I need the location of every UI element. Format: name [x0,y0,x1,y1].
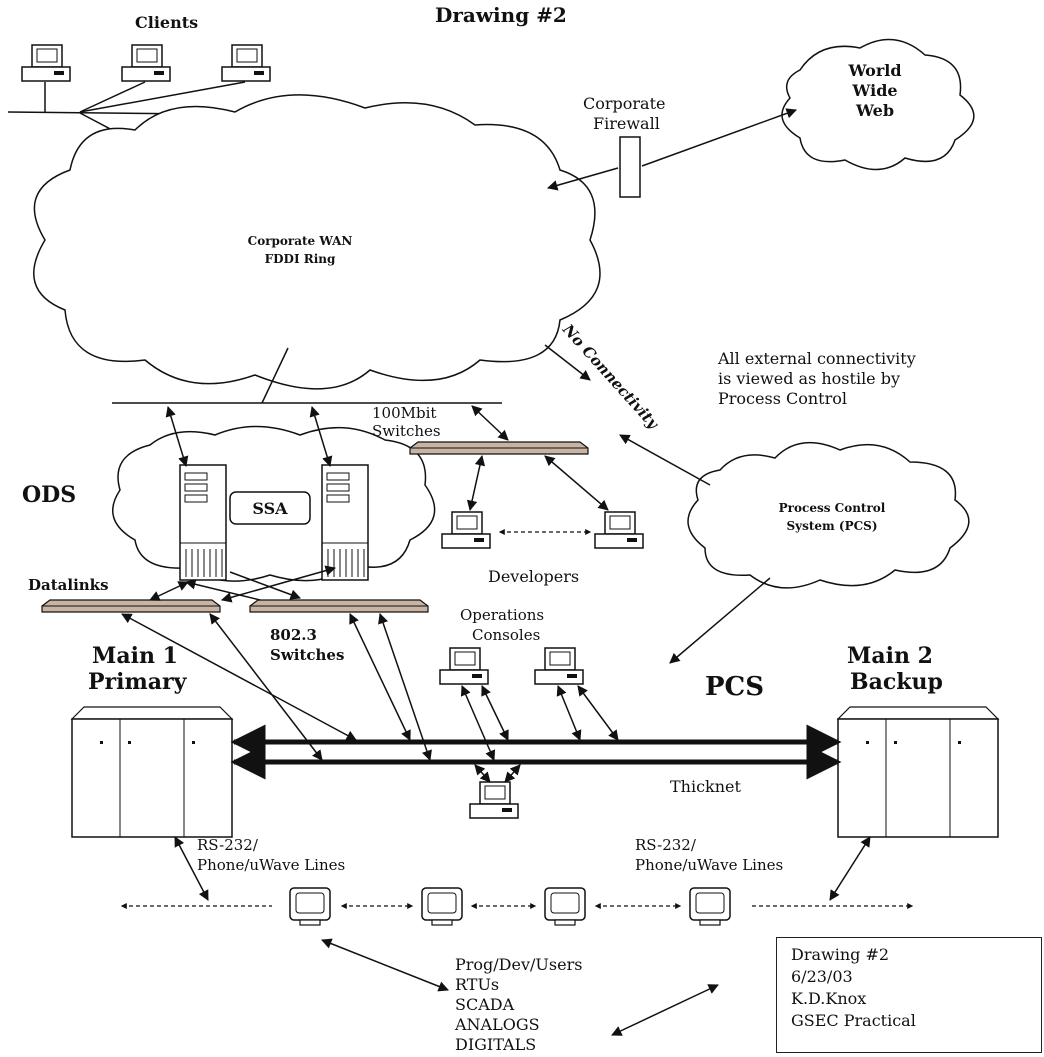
rtu-list: Prog/Dev/Users RTUs SCADA ANALOGS DIGITA… [454,955,582,1054]
rtu-monitor-icon [289,887,331,926]
main2-label: Backup [850,669,943,695]
www-label: World [847,61,901,80]
switches-100-label: 100Mbit [372,404,436,422]
wan-label: Corporate WAN [248,234,353,248]
rtu-monitor-icon [689,887,731,926]
switch-100mbit-icon [409,441,589,455]
ods-server-icon [321,464,369,581]
main1-label: Primary [88,669,188,695]
switch-8023-icon [249,599,429,613]
developers-label: Developers [488,567,579,586]
www-label: Wide [851,81,897,100]
rs232-left-label: Phone/uWave Lines [197,856,345,874]
client-computer-icon [121,44,171,82]
datalink-switch-icon [41,599,221,613]
pcs-label: PCS [705,672,764,702]
ops-consoles-label: Consoles [472,626,540,644]
rtu-monitor-icon [544,887,586,926]
ssa-box [229,491,311,525]
rs232-right-label: RS-232/ [635,836,697,854]
thicknet-label: Thicknet [670,777,742,796]
pcs-cloud: Process Control System (PCS) [687,441,970,589]
rs232-left-label: RS-232/ [197,836,259,854]
main1-cabinet-icon [71,706,233,838]
external-note-line: All external connectivity [717,349,916,368]
ssa-label: SSA [252,499,288,518]
switches-8023-label: 802.3 [270,626,317,644]
rtu-list-item: Prog/Dev/Users [455,955,582,974]
clients-label: Clients [135,13,198,32]
ods-server-icon [179,464,227,581]
datalinks-label: Datalinks [28,576,109,594]
developer-computer-icon [441,511,491,549]
ods-label: ODS [22,482,76,508]
note-line: 6/23/03 [791,967,853,986]
external-note-line: Process Control [718,389,847,408]
main2-label: Main 2 [847,643,933,669]
client-computer-icon [21,44,71,82]
wan-label: FDDI Ring [265,252,336,266]
main1-label: Main 1 [92,643,178,669]
rtu-list-item: ANALOGS [454,1015,540,1034]
main2-cabinet-icon [837,706,999,838]
pcs-cloud-label: Process Control [779,501,886,515]
firewall-icon [619,136,641,198]
client-computer-icon [221,44,271,82]
drawing-title: Drawing #2 [435,3,567,27]
rs232-right-label: Phone/uWave Lines [635,856,783,874]
external-note: All external connectivity is viewed as h… [717,349,916,408]
note-line: GSEC Practical [791,1011,916,1030]
firewall-label: Corporate [583,94,665,113]
pcs-cloud-label: System (PCS) [786,519,877,533]
external-note-line: is viewed as hostile by [718,369,900,388]
www-cloud: World Wide Web [781,38,975,171]
rtu-list-item: SCADA [455,995,515,1014]
drawing-info-box: Drawing #2 6/23/03 K.D.Knox GSEC Practic… [776,937,1042,1053]
ops-console-icon [469,781,519,819]
switches-8023-label: Switches [270,646,344,664]
rtu-list-item: DIGITALS [455,1035,536,1054]
www-label: Web [855,101,894,120]
rtu-monitor-icon [421,887,463,926]
corporate-wan-cloud: Corporate WAN FDDI Ring [33,94,601,390]
note-line: K.D.Knox [791,989,867,1008]
ods-cloud: ODS SSA [22,425,436,582]
ops-consoles-label: Operations [460,606,544,624]
developer-computer-icon [594,511,644,549]
no-connectivity-label: No Connectivity [558,320,663,433]
switches-100-label: Switches [372,422,441,440]
rtu-list-item: RTUs [455,975,499,994]
firewall-label: Firewall [593,114,660,133]
ops-console-icon [534,647,584,685]
note-line: Drawing #2 [791,945,890,964]
corporate-firewall: Corporate Firewall [546,94,797,198]
ops-console-icon [439,647,489,685]
